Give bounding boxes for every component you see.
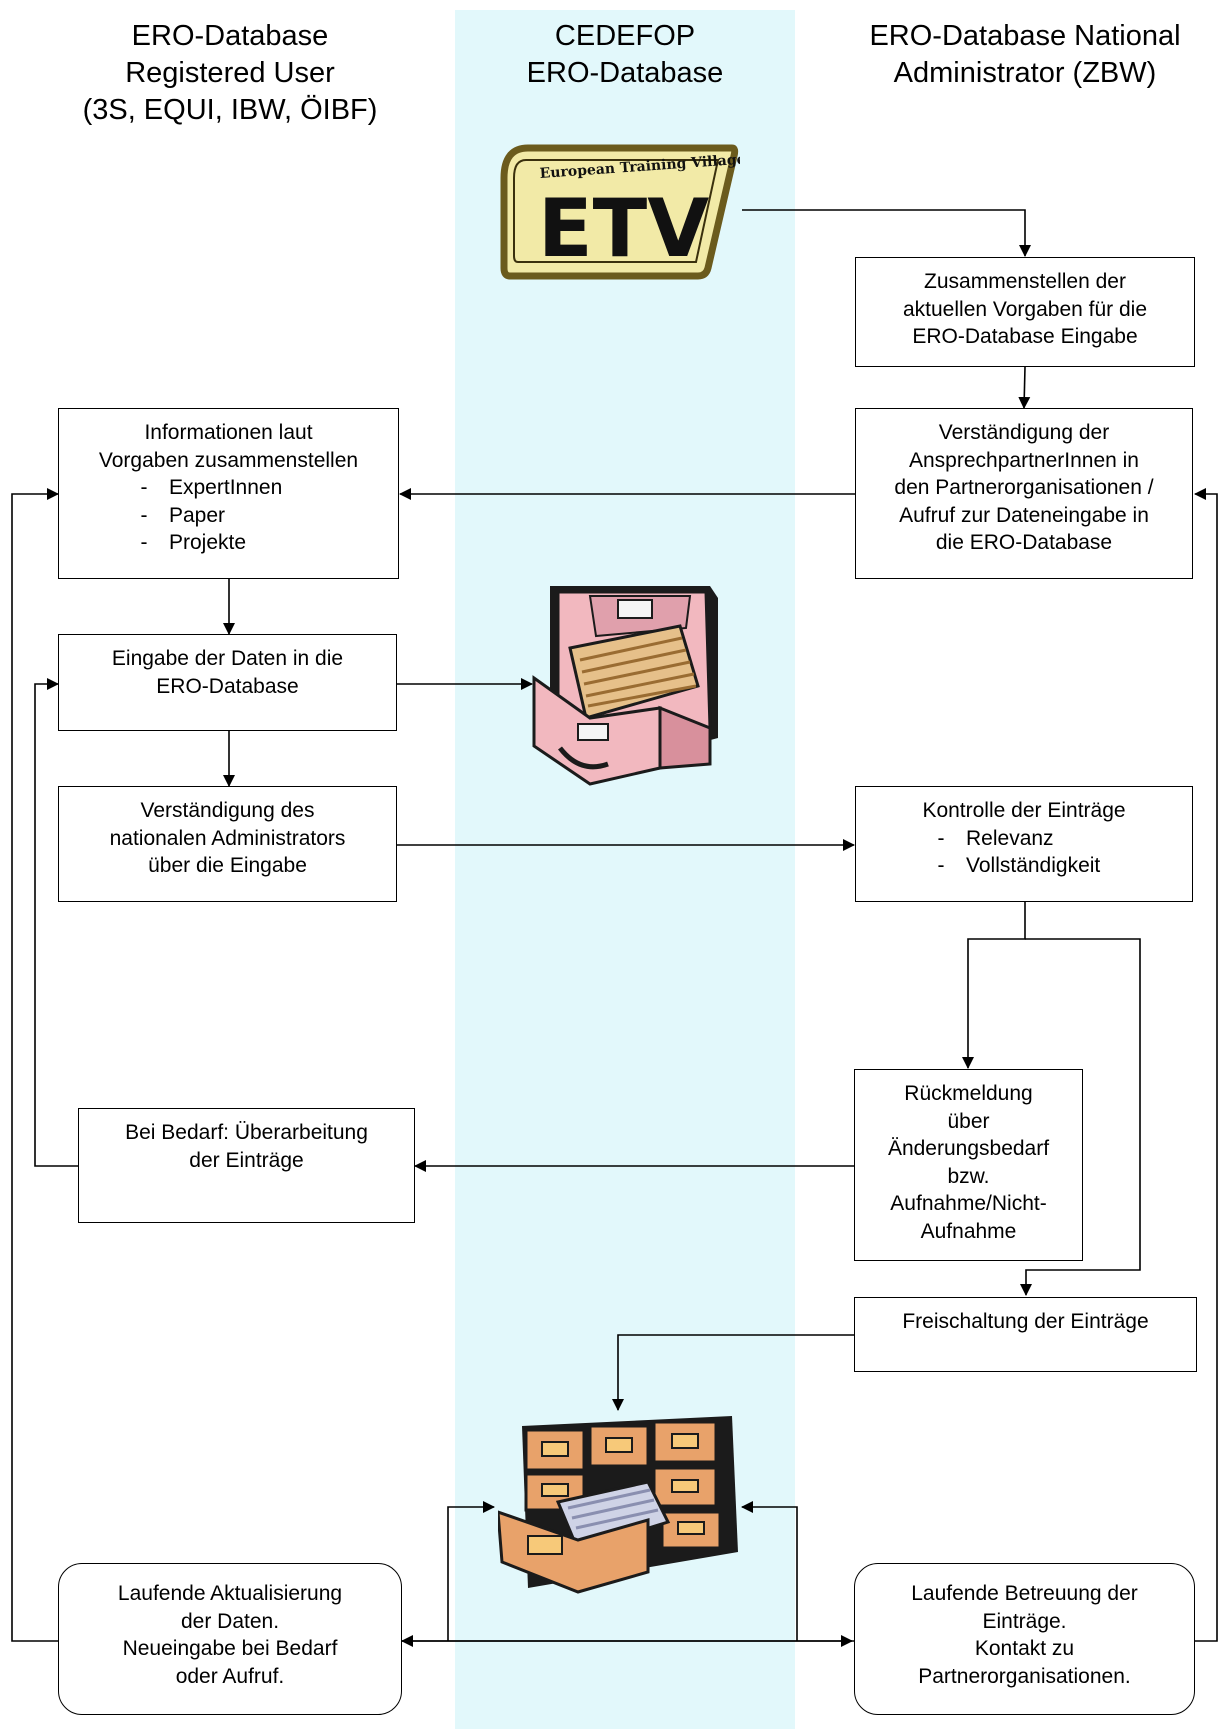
connector-freischaltung-to-cabinet — [612, 1334, 854, 1411]
box-text-line: Bei Bedarf: Überarbeitung — [125, 1121, 368, 1144]
lane-header-line: ERO-Database — [131, 20, 329, 52]
box-text-line: Verständigung der — [938, 421, 1110, 444]
box-text-line: ERO-Database — [156, 674, 299, 698]
list-item: -Vollständigkeit — [916, 852, 1192, 880]
box-text-line: Aufnahme/Nicht- — [890, 1192, 1047, 1215]
list-item: -Paper — [119, 502, 398, 530]
connector-betreuung-to-verstaendigung — [1193, 488, 1218, 1642]
list-item-label: ExpertInnen — [169, 476, 283, 499]
connector-betreuung-to-cabinet — [741, 1501, 798, 1641]
box-text-line: den Partnerorganisationen / — [894, 476, 1154, 499]
etv-logo: European Training Village ETV — [500, 144, 740, 280]
list-item-label: Paper — [169, 503, 226, 527]
connector-kontrolle-to-freischaltung — [1020, 938, 1141, 1296]
box-freischaltung: Freischaltung der Einträge — [854, 1297, 1197, 1372]
bullet-dash: - — [140, 503, 148, 527]
connector-aktualisierung-to-cabinet — [447, 1501, 495, 1641]
box-text-line: Informationen laut — [144, 421, 313, 444]
box-kontrolle-eintraege: Kontrolle der Einträge -Relevanz -Vollst… — [855, 786, 1193, 902]
lane-header-line: ERO-Database — [526, 57, 724, 89]
bullet-dash: - — [937, 854, 945, 877]
box-verstaendigung-administrator: Verständigung des nationalen Administrat… — [58, 786, 397, 902]
bullet-list: -ExpertInnen -Paper -Projekte — [59, 474, 398, 557]
etv-logo-main-text: ETV — [538, 182, 709, 275]
connector-kontrolle-to-rueckmeldung — [962, 902, 1026, 1069]
connector-zusammenstellen-to-verstaendigung — [1018, 366, 1031, 409]
connector-logo-to-zusammenstellen — [742, 209, 1031, 257]
box-text-line: die ERO-Database — [935, 531, 1113, 554]
box-zusammenstellen-vorgaben: Zusammenstellen der aktuellen Vorgaben f… — [855, 257, 1195, 367]
box-text-line: Kontrolle der Einträge — [922, 799, 1126, 822]
box-text-line: über die Eingabe — [148, 854, 307, 877]
bullet-dash: - — [937, 826, 945, 850]
box-text-line: Freischaltung der Einträge — [902, 1310, 1149, 1333]
box-text-line: AnsprechpartnerInnen in — [909, 448, 1139, 472]
box-verstaendigung-ansprechpartner: Verständigung der AnsprechpartnerInnen i… — [855, 408, 1193, 579]
list-item-label: Projekte — [169, 531, 247, 554]
list-item: -Projekte — [119, 529, 398, 557]
box-text-line: Änderungsbedarf — [887, 1137, 1050, 1160]
list-item-label: Vollständigkeit — [966, 854, 1101, 877]
box-text-line: der Einträge — [189, 1148, 304, 1172]
box-eingabe-daten: Eingabe der Daten in die ERO-Database — [58, 634, 397, 731]
box-text-line: bzw. — [947, 1164, 990, 1188]
bullet-dash: - — [140, 531, 148, 554]
box-text-line: Zusammenstellen der — [924, 270, 1126, 293]
box-text-line: ERO-Database Eingabe — [912, 325, 1138, 348]
box-text-line: Aufruf zur Dateneingabe in — [899, 503, 1149, 527]
lane-header-line: ERO-Database National — [869, 20, 1181, 52]
bullet-list: -Relevanz -Vollständigkeit — [856, 825, 1192, 880]
bullet-dash: - — [140, 476, 148, 499]
lane-header-line: Registered User — [125, 57, 335, 89]
list-item-label: Relevanz — [966, 826, 1054, 850]
lane-header-line: (3S, EQUI, IBW, ÖIBF) — [82, 94, 378, 126]
list-item: -ExpertInnen — [119, 474, 398, 502]
box-text-line: Partnerorganisationen. — [918, 1664, 1131, 1688]
file-drawer-icon — [532, 586, 718, 786]
box-text-line: Vorgaben zusammenstellen — [98, 448, 359, 472]
lane-header-national-admin: ERO-Database National Administrator (ZBW… — [830, 18, 1220, 92]
connector-aktualisierung-to-informationen — [11, 488, 59, 1642]
box-laufende-betreuung: Laufende Betreuung der Einträge. Kontakt… — [854, 1563, 1195, 1715]
box-text-line: Kontakt zu — [974, 1637, 1075, 1660]
box-text-line: Eingabe der Daten in die — [111, 647, 344, 670]
box-ueberarbeitung: Bei Bedarf: Überarbeitung der Einträge — [78, 1108, 415, 1223]
box-text-line: aktuellen Vorgaben für die — [902, 297, 1147, 321]
box-text-line: Verständigung des — [140, 799, 315, 822]
box-informationen-zusammenstellen: Informationen laut Vorgaben zusammenstel… — [58, 408, 399, 579]
box-text-line: Aufnahme — [920, 1219, 1017, 1243]
box-rueckmeldung: Rückmeldung über Änderungsbedarf bzw. Au… — [854, 1069, 1083, 1261]
box-text-line: Laufende Aktualisierung — [117, 1582, 343, 1605]
card-cabinet-icon — [498, 1416, 738, 1594]
connector-ueberarbeitung-to-eingabe — [34, 678, 78, 1167]
box-text-line: Laufende Betreuung der — [911, 1582, 1138, 1605]
lane-header-cedefop: CEDEFOP ERO-Database — [455, 18, 795, 92]
box-text-line: Einträge. — [982, 1609, 1067, 1633]
box-text-line: Neueingabe bei Bedarf — [122, 1637, 338, 1660]
box-text-line: Rückmeldung — [904, 1082, 1033, 1105]
lane-header-line: Administrator (ZBW) — [893, 57, 1157, 89]
box-text-line: über — [947, 1109, 990, 1133]
list-item: -Relevanz — [916, 825, 1192, 853]
lane-header-registered-user: ERO-Database Registered User (3S, EQUI, … — [20, 18, 440, 129]
box-laufende-aktualisierung: Laufende Aktualisierung der Daten. Neuei… — [58, 1563, 402, 1715]
box-text-line: der Daten. — [180, 1609, 280, 1633]
lane-header-line: CEDEFOP — [554, 20, 696, 52]
box-text-line: nationalen Administrators — [109, 826, 346, 850]
box-text-line: oder Aufruf. — [175, 1664, 285, 1688]
